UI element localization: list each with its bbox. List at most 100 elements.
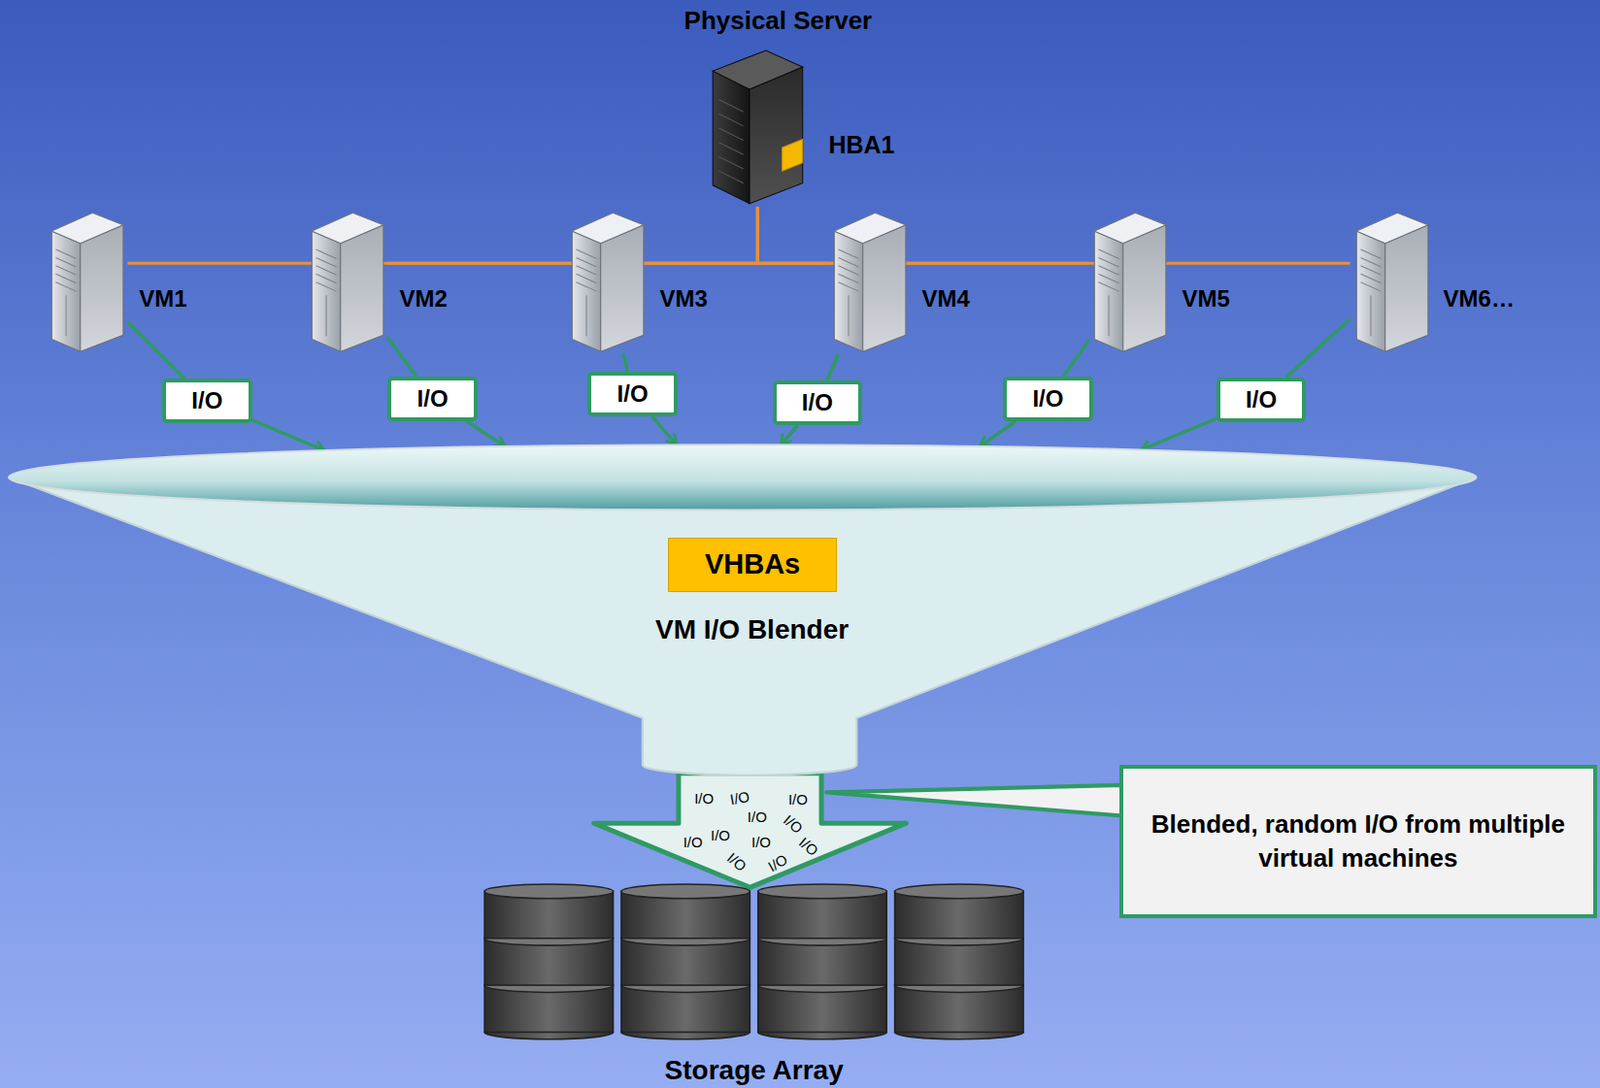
vm-label: VM5: [1182, 285, 1231, 313]
io-line: [252, 420, 326, 452]
server-slot: [719, 128, 744, 141]
io-box: I/O: [1002, 376, 1093, 422]
virtual-machine: VM5: [1088, 208, 1170, 354]
io-line: [623, 354, 628, 372]
callout-box: Blended, random I/O from multiple virtua…: [1119, 765, 1598, 919]
vm-slot: [1099, 274, 1120, 284]
io-box: I/O: [587, 371, 677, 417]
vm-front: [572, 232, 601, 353]
vm-icon: [1088, 208, 1170, 354]
io-line: [780, 425, 799, 445]
vm-icon: [45, 208, 128, 354]
vhba-label: VHBAs: [704, 548, 800, 581]
server-title: Physical Server: [684, 5, 873, 36]
server-bus: [127, 206, 758, 264]
server-front: [713, 71, 751, 205]
io-line: [127, 322, 185, 379]
io-line: [979, 421, 1016, 447]
vm-slot: [56, 266, 77, 275]
vm-side: [600, 225, 644, 352]
vm-top: [572, 213, 645, 245]
callout-text: Blended, random I/O from multiple virtua…: [1136, 807, 1580, 876]
vm-side: [80, 225, 124, 352]
server-slot: [719, 142, 744, 156]
storage-array: Storage Array: [482, 883, 1026, 1045]
vm-slot: [56, 282, 77, 292]
io-line: [827, 354, 839, 381]
vm-front: [52, 232, 81, 353]
io-line: [1063, 339, 1089, 376]
disk-top: [895, 884, 1024, 900]
vm-top: [1095, 213, 1167, 245]
vm-slot: [316, 274, 337, 284]
callout-pointer: [826, 785, 1123, 817]
vm-slot: [1099, 249, 1120, 259]
vm-slot: [1360, 274, 1381, 284]
virtual-machine: VM3: [566, 208, 648, 354]
server-slot: [719, 100, 744, 113]
vm-front: [312, 232, 341, 353]
vm-label: VM4: [922, 285, 970, 313]
vm-slot: [576, 274, 598, 284]
vm-strip: [1369, 296, 1371, 337]
vm-icon: [1350, 208, 1433, 354]
funnel-shape: [7, 440, 1482, 783]
storage-icon: [482, 883, 1026, 1045]
vm-front: [1095, 232, 1124, 353]
vm-strip: [326, 296, 328, 337]
vm-top: [52, 213, 125, 245]
vm-slot: [838, 266, 860, 275]
vm-slot: [838, 249, 860, 259]
io-line: [1140, 418, 1217, 450]
io-line: [387, 337, 416, 377]
vm-icon: [305, 208, 388, 354]
vm-icon: [566, 208, 648, 354]
server-top: [713, 51, 803, 91]
io-label: I/O: [801, 389, 834, 417]
server-side: [749, 66, 803, 204]
io-label: I/O: [1032, 385, 1064, 413]
vm-slot: [56, 274, 77, 284]
vm-strip: [586, 296, 588, 337]
vm-label: VM2: [399, 285, 447, 313]
server-bus: [757, 206, 829, 264]
virtual-machine: VM2: [305, 208, 388, 354]
vm-slot: [576, 266, 598, 275]
virtual-machine: VM4: [828, 208, 910, 354]
vm-label: VM1: [138, 285, 187, 313]
virtual-machine: VM6…: [1350, 208, 1433, 354]
io-token: I/O: [788, 791, 808, 806]
vm-slot: [316, 258, 337, 267]
vm-top: [312, 213, 385, 245]
vm-slot: [56, 249, 77, 259]
io-label: I/O: [417, 385, 449, 413]
vm-label: VM6…: [1443, 285, 1515, 313]
vm-side: [1384, 225, 1428, 352]
io-line: [466, 421, 506, 447]
io-box: I/O: [387, 376, 477, 422]
io-label: I/O: [191, 387, 223, 415]
vm-side: [863, 225, 906, 352]
vm-slot: [1360, 258, 1381, 267]
io-line: [1285, 318, 1350, 377]
vm-strip: [66, 296, 67, 337]
hba-card: [782, 139, 803, 172]
server-slot: [719, 157, 744, 170]
io-box: I/O: [162, 378, 252, 424]
vhba-box: VHBAs: [667, 537, 836, 593]
vm-front: [1356, 232, 1385, 353]
vm-slot: [576, 282, 598, 292]
vm-slot: [838, 258, 860, 267]
server-bus: [647, 206, 758, 264]
io-label: I/O: [617, 380, 649, 408]
server-slot: [719, 114, 744, 128]
vm-slot: [56, 258, 77, 267]
vm-slot: [1360, 249, 1381, 259]
io-box: I/O: [1216, 377, 1306, 423]
vm-slot: [316, 266, 337, 275]
vm-slot: [1099, 266, 1120, 275]
vm-slot: [1360, 266, 1381, 275]
server-slot: [719, 171, 744, 185]
disk-top: [484, 884, 613, 900]
io-label: I/O: [1245, 386, 1277, 414]
